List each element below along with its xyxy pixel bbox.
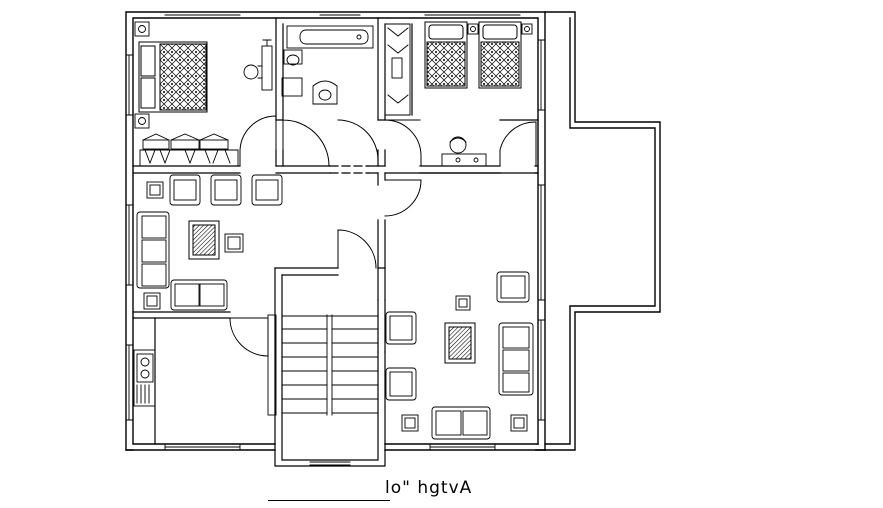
side-table-icon — [467, 23, 533, 35]
staircase-icon — [267, 314, 379, 416]
door-swing-icon — [229, 115, 537, 357]
coffee-table-icon — [188, 220, 220, 260]
outer-walls — [125, 11, 661, 451]
double-bed-icon — [138, 41, 208, 113]
sofa-icon — [431, 322, 534, 440]
wardrobe-icon — [385, 23, 411, 116]
armchair-icon — [385, 271, 530, 401]
bathtub-icon — [286, 25, 374, 49]
side-table-icon — [143, 181, 244, 310]
drawing-caption: lo" hgtvA — [385, 478, 473, 498]
sink-icon — [312, 80, 338, 105]
coffee-table-icon — [444, 322, 476, 364]
windows — [125, 11, 546, 466]
desk-chair-icon — [441, 136, 487, 167]
side-table-icon — [401, 295, 528, 432]
stove-icon — [136, 353, 154, 383]
side-table-icon — [134, 21, 150, 129]
caption-underline — [268, 500, 390, 501]
interior-walls — [132, 17, 539, 467]
kitchen-counter-icon — [133, 349, 156, 407]
wardrobe-icon — [139, 133, 239, 167]
toilet-icon — [243, 39, 303, 97]
twin-bed-icon — [424, 21, 522, 89]
sofa-icon — [136, 211, 228, 311]
armchair-icon — [169, 174, 283, 206]
